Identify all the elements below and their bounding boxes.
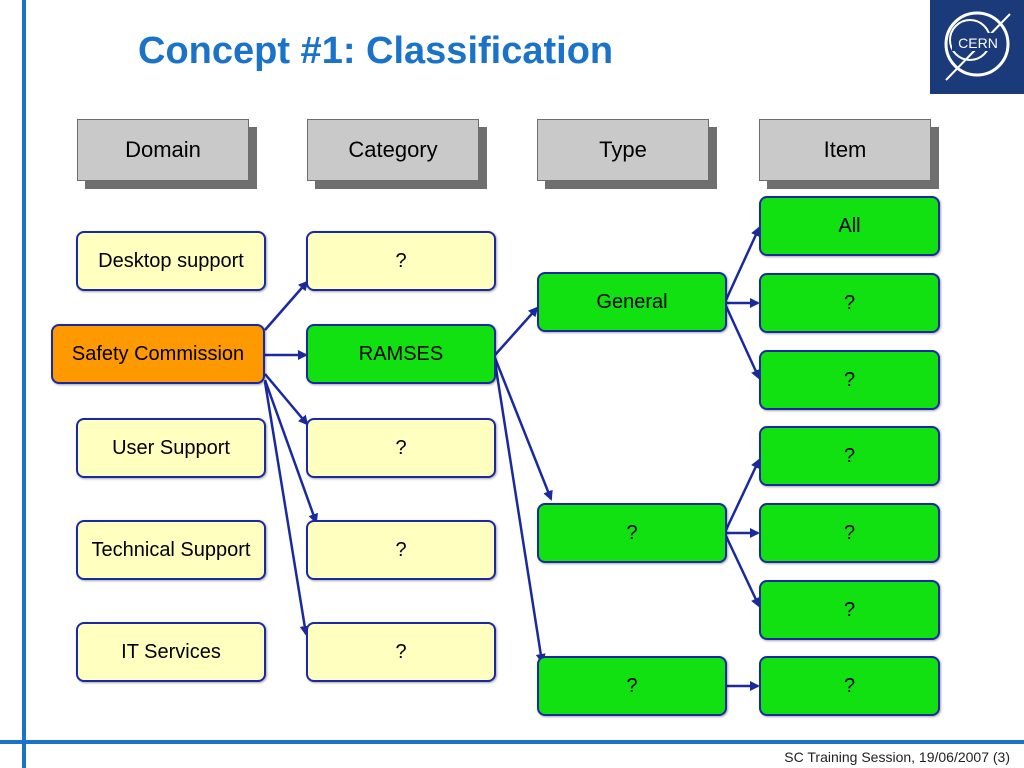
header-category: Category xyxy=(307,119,479,181)
item-box-5: ? xyxy=(759,503,940,563)
header-type: Type xyxy=(537,119,709,181)
item-box-3: ? xyxy=(759,350,940,410)
page-title: Concept #1: Classification xyxy=(138,30,614,72)
category-box-ramses: RAMSES xyxy=(306,324,496,384)
category-box-3: ? xyxy=(306,418,496,478)
item-box-4: ? xyxy=(759,426,940,486)
arrow-safety-to-cat3 xyxy=(264,373,309,426)
item-box-all: All xyxy=(759,196,940,256)
item-box-6: ? xyxy=(759,580,940,640)
domain-box-safety-commission: Safety Commission xyxy=(51,324,265,384)
header-item: Item xyxy=(759,119,931,181)
arrow-safety-to-cat5 xyxy=(263,381,310,636)
item-box-7: ? xyxy=(759,656,940,716)
type-box-2: ? xyxy=(537,503,727,563)
domain-box-it-services: IT Services xyxy=(76,622,266,682)
cern-logo-text: CERN xyxy=(958,35,998,51)
arrow-ramses-to-type2 xyxy=(493,357,553,501)
left-accent-line xyxy=(22,0,26,768)
type-box-general: General xyxy=(537,272,727,332)
footer-accent-line xyxy=(0,740,1024,744)
arrow-general-to-all xyxy=(724,226,761,301)
domain-box-desktop-support: Desktop support xyxy=(76,231,266,291)
category-box-1: ? xyxy=(306,231,496,291)
arrow-general-to-item3 xyxy=(724,305,761,380)
category-box-5: ? xyxy=(306,622,496,682)
arrow-type2-to-item4 xyxy=(724,458,761,531)
arrow-safety-to-cat4 xyxy=(263,379,319,524)
cern-logo: CERN xyxy=(930,0,1024,94)
item-box-2: ? xyxy=(759,273,940,333)
arrow-type2-to-item6 xyxy=(724,535,761,608)
arrow-ramses-to-type3 xyxy=(493,361,546,664)
header-domain: Domain xyxy=(77,119,249,181)
domain-box-user-support: User Support xyxy=(76,418,266,478)
domain-box-technical-support: Technical Support xyxy=(76,520,266,580)
type-box-3: ? xyxy=(537,656,727,716)
arrow-ramses-to-general xyxy=(494,306,539,356)
category-box-4: ? xyxy=(306,520,496,580)
arrow-safety-to-cat1 xyxy=(264,280,309,331)
footer-text: SC Training Session, 19/06/2007 (3) xyxy=(784,749,1010,765)
